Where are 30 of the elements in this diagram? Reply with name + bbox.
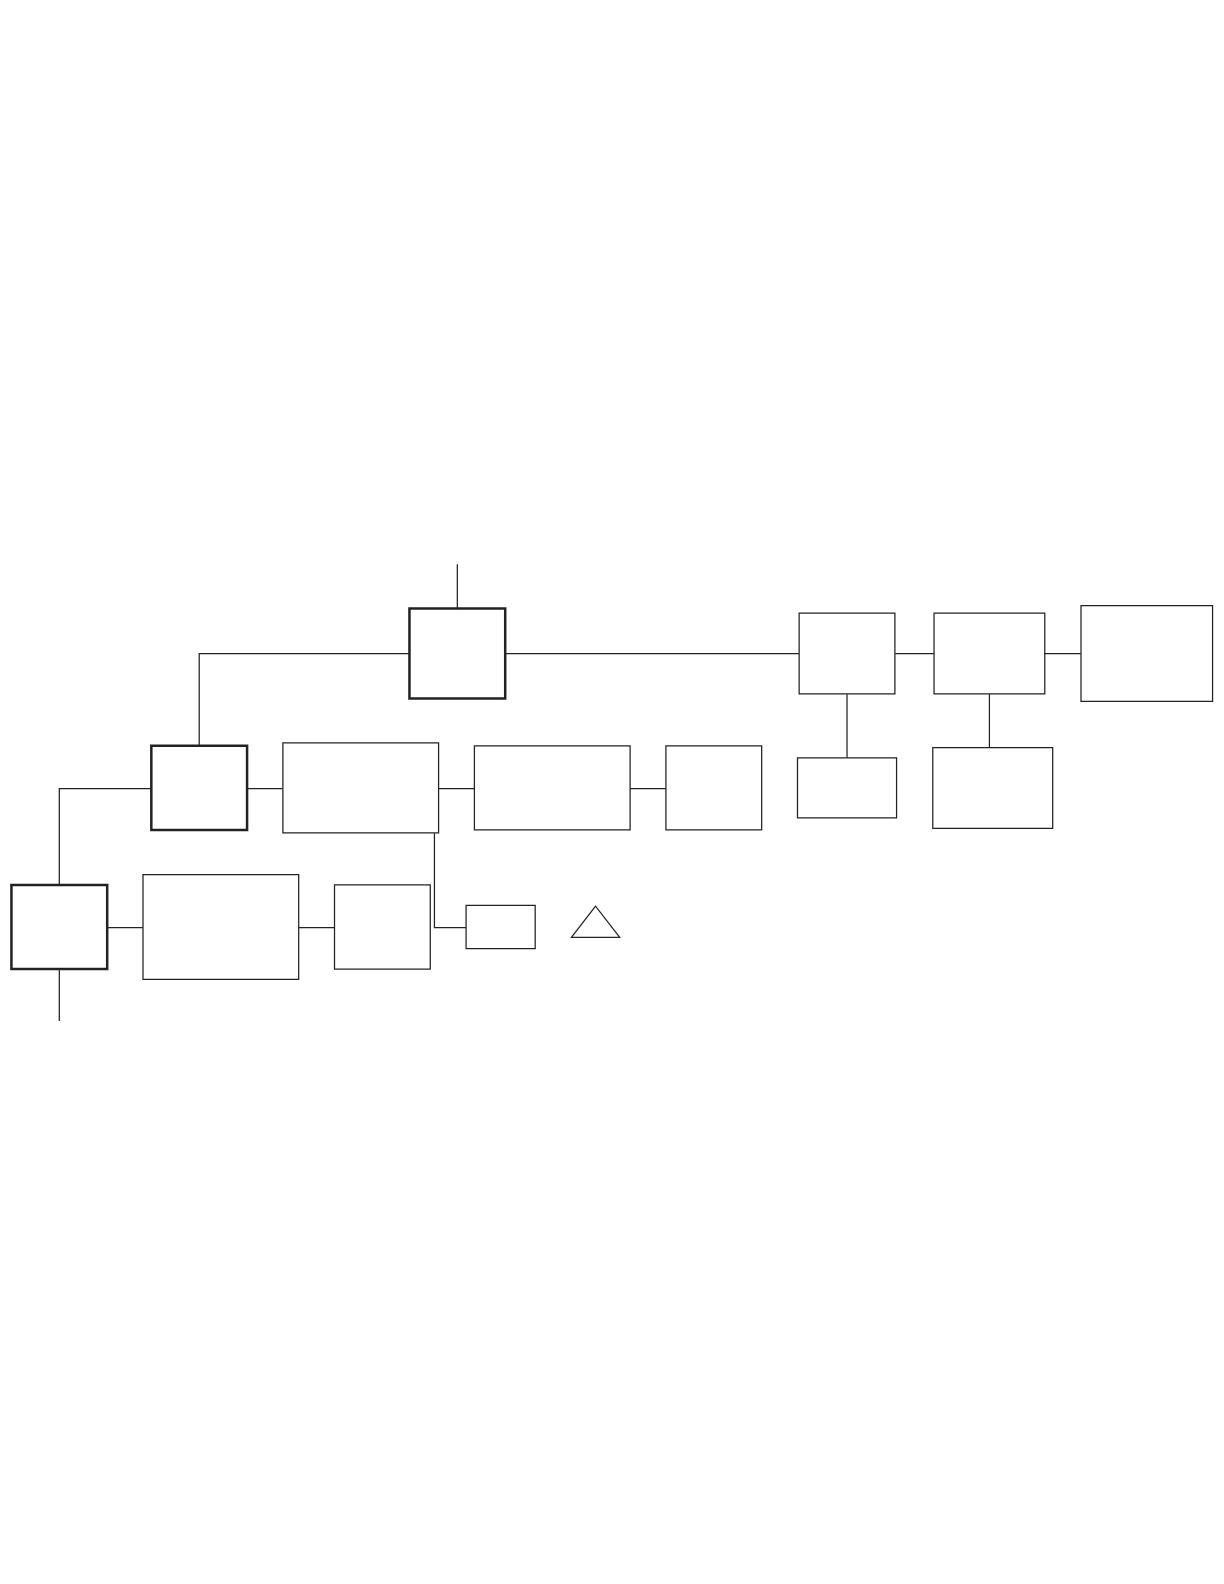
node-box <box>665 744 763 831</box>
node-box <box>408 606 507 700</box>
connector <box>456 563 458 609</box>
connector <box>106 926 144 928</box>
connector <box>629 787 667 789</box>
node-triangle <box>570 904 621 938</box>
node-box <box>150 744 249 831</box>
connector <box>846 693 848 758</box>
node-box <box>1080 604 1214 702</box>
connector <box>58 787 152 885</box>
node-box <box>798 611 896 694</box>
connector <box>433 832 467 928</box>
connector <box>298 926 336 928</box>
connector <box>894 652 935 654</box>
connector <box>504 652 800 654</box>
node-box <box>10 883 109 970</box>
node-box <box>796 756 898 819</box>
connector <box>1044 652 1082 654</box>
node-box <box>282 741 440 833</box>
node-box <box>142 873 300 980</box>
connector <box>246 787 284 789</box>
node-box <box>333 883 431 970</box>
connector <box>988 693 991 748</box>
connector <box>58 968 60 1022</box>
node-box <box>473 744 631 831</box>
node-box <box>465 904 536 949</box>
node-box <box>933 611 1046 694</box>
connector <box>198 652 410 746</box>
connector <box>438 787 475 789</box>
node-box <box>932 746 1054 829</box>
